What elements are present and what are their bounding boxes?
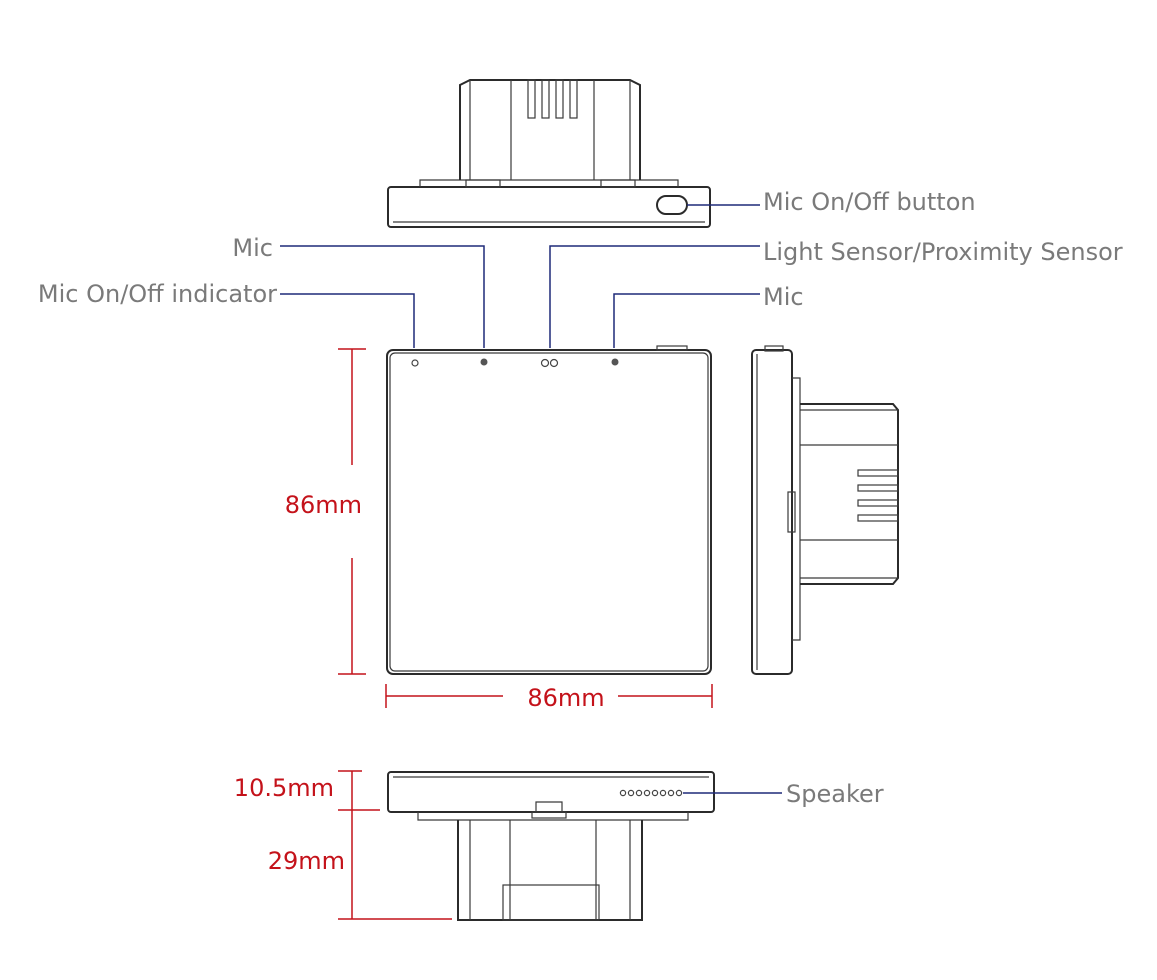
bottom-view (387, 771, 715, 921)
indicator-led (411, 359, 419, 367)
side-view-panel (751, 349, 793, 675)
light-sensor-dot (540, 358, 550, 368)
dim-height: 86mm (285, 491, 362, 519)
dimension-lines (338, 348, 713, 920)
label-speaker: Speaker (786, 780, 884, 808)
label-light-sensor: Light Sensor/Proximity Sensor (763, 238, 1123, 266)
top-view (387, 79, 711, 228)
dim-panel-depth: 10.5mm (234, 774, 334, 802)
mic-hole-left (480, 358, 488, 366)
callout-lines (280, 204, 782, 794)
label-mic-button: Mic On/Off button (763, 188, 976, 216)
proximity-sensor-dot (549, 358, 559, 368)
leader-mic-indicator (280, 293, 415, 348)
label-mic-indicator: Mic On/Off indicator (38, 280, 277, 308)
dim-body-depth: 29mm (268, 847, 345, 875)
front-view (386, 345, 712, 675)
mic-button-shape (656, 195, 688, 215)
leader-mic-left (280, 245, 485, 348)
leader-light-sensor (549, 245, 760, 348)
label-mic-right: Mic (763, 283, 804, 311)
speaker-holes (619, 789, 683, 797)
dim-width: 86mm (527, 684, 604, 712)
leader-mic-right (613, 293, 760, 348)
mic-hole-right (611, 358, 619, 366)
front-panel (386, 349, 712, 675)
top-view-panel (387, 186, 711, 228)
side-view (751, 345, 899, 675)
label-mic-left: Mic (232, 234, 273, 262)
